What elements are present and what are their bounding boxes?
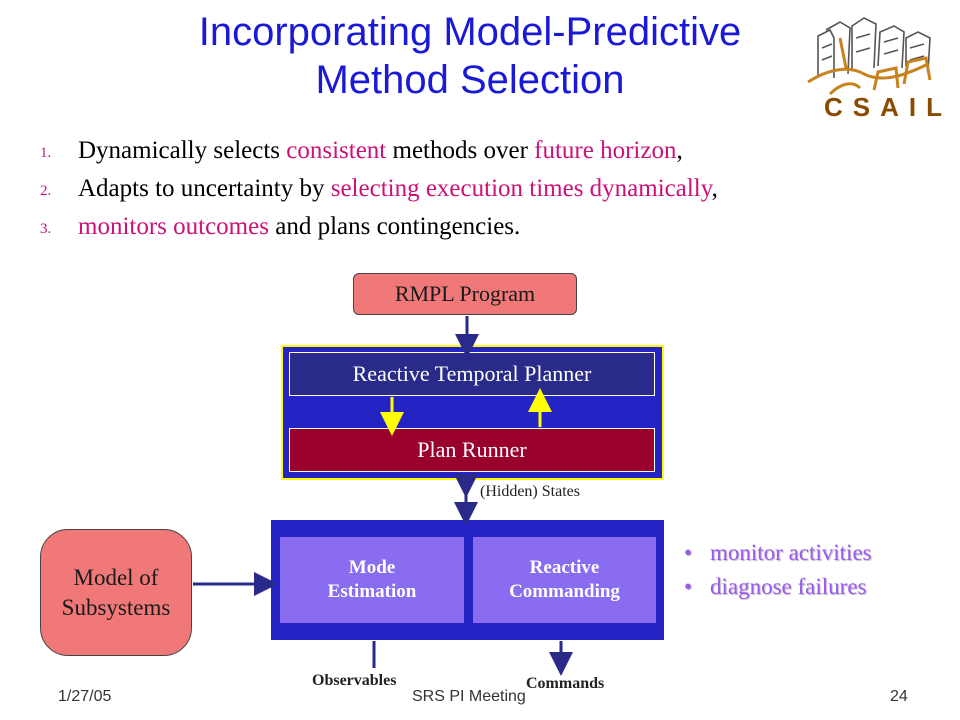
hidden-states-label: (Hidden) States — [480, 483, 580, 500]
mode-estimation-box: Mode Estimation — [280, 537, 464, 623]
bullet-number: 2. — [40, 183, 52, 199]
bullet-text: Dynamically selects — [78, 137, 287, 164]
bullet-text: and plans contingencies. — [268, 213, 521, 240]
reactive-commanding-box: Reactive Commanding — [473, 537, 656, 623]
footer-date: 1/27/05 — [58, 688, 112, 705]
bullet-list: 1. Dynamically selects consistent method… — [40, 132, 920, 246]
model-of-subsystems-box: Model of Subsystems — [40, 529, 192, 656]
plan-runner-box: Plan Runner — [289, 428, 655, 472]
side-bullet-item: monitor activities — [680, 536, 872, 570]
title-line-2: Method Selection — [315, 58, 625, 102]
bullet-highlight: future horizon — [534, 137, 677, 164]
model-label-2: Subsystems — [61, 594, 171, 620]
csail-logo-text: CSAIL — [824, 92, 952, 122]
rmpl-program-box: RMPL Program — [353, 273, 577, 315]
commands-label: Commands — [526, 675, 605, 692]
page-number: 24 — [890, 688, 908, 705]
bullet-number: 3. — [40, 221, 52, 237]
bullet-text: , — [676, 137, 683, 164]
bullet-highlight: selecting execution times dynamically — [330, 175, 712, 202]
bullet-number: 1. — [40, 145, 52, 161]
side-bullet-list: monitor activities diagnose failures — [680, 536, 872, 604]
title-line-1: Incorporating Model-Predictive — [198, 10, 742, 54]
reactive-temporal-planner-box: Reactive Temporal Planner — [289, 352, 655, 396]
footer-title: SRS PI Meeting — [412, 688, 526, 705]
mode-estimation-label-2: Estimation — [327, 581, 417, 602]
reactive-commanding-label-2: Commanding — [509, 581, 620, 602]
mode-estimation-label-1: Mode — [348, 557, 396, 578]
bullet-text: , — [711, 175, 718, 202]
bullet-text: methods over — [386, 137, 535, 164]
side-bullet-item: diagnose failures — [680, 570, 872, 604]
bullet-highlight: consistent — [286, 137, 387, 164]
bullet-highlight: monitors outcomes — [78, 213, 269, 240]
slide-title: Incorporating Model-Predictive Method Se… — [100, 8, 840, 104]
bullet-text: Adapts to uncertainty by — [78, 175, 331, 202]
bullet-item-3: 3. monitors outcomes and plans contingen… — [40, 208, 920, 246]
model-label-1: Model of — [73, 564, 159, 590]
reactive-commanding-label-1: Reactive — [529, 557, 600, 578]
csail-logo-icon — [807, 17, 932, 96]
bullet-item-1: 1. Dynamically selects consistent method… — [40, 132, 920, 170]
bullet-item-2: 2. Adapts to uncertainty by selecting ex… — [40, 170, 920, 208]
observables-label: Observables — [312, 672, 397, 689]
